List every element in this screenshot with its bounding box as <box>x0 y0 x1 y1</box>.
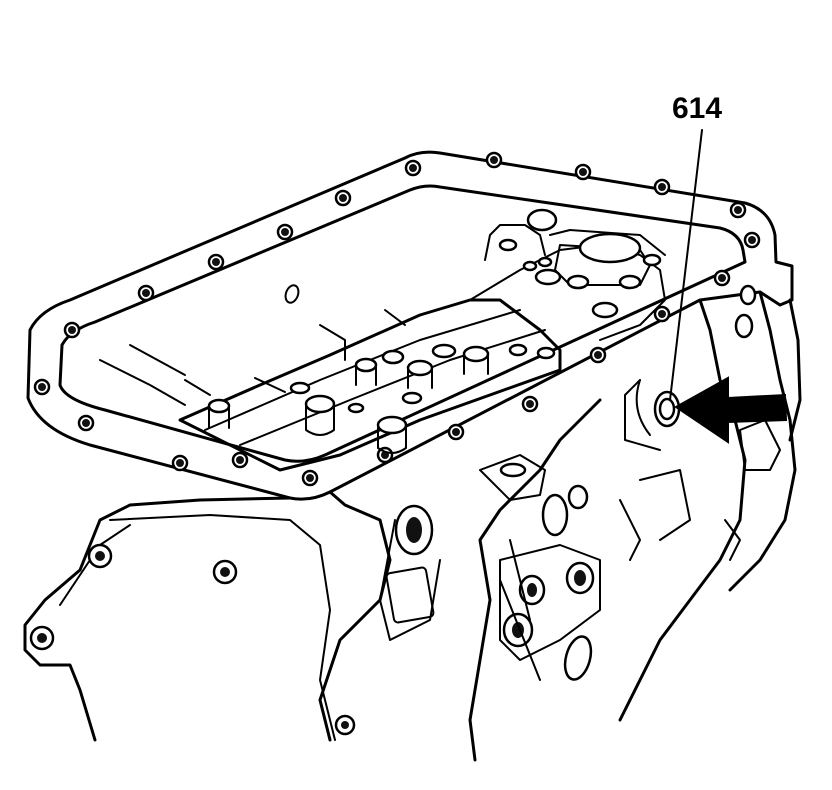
arrow-icon <box>674 376 788 444</box>
transmission-case-body <box>23 284 802 762</box>
callout-leader-line <box>669 129 703 401</box>
callout-label-614: 614 <box>672 92 723 125</box>
pan-flange-outer <box>26 150 794 501</box>
valve-body <box>99 208 666 472</box>
seal-614 <box>635 379 681 436</box>
pan-flange-inner <box>58 184 747 463</box>
pan-oval-hole <box>284 284 300 304</box>
flange-bolt-holes <box>33 151 761 487</box>
